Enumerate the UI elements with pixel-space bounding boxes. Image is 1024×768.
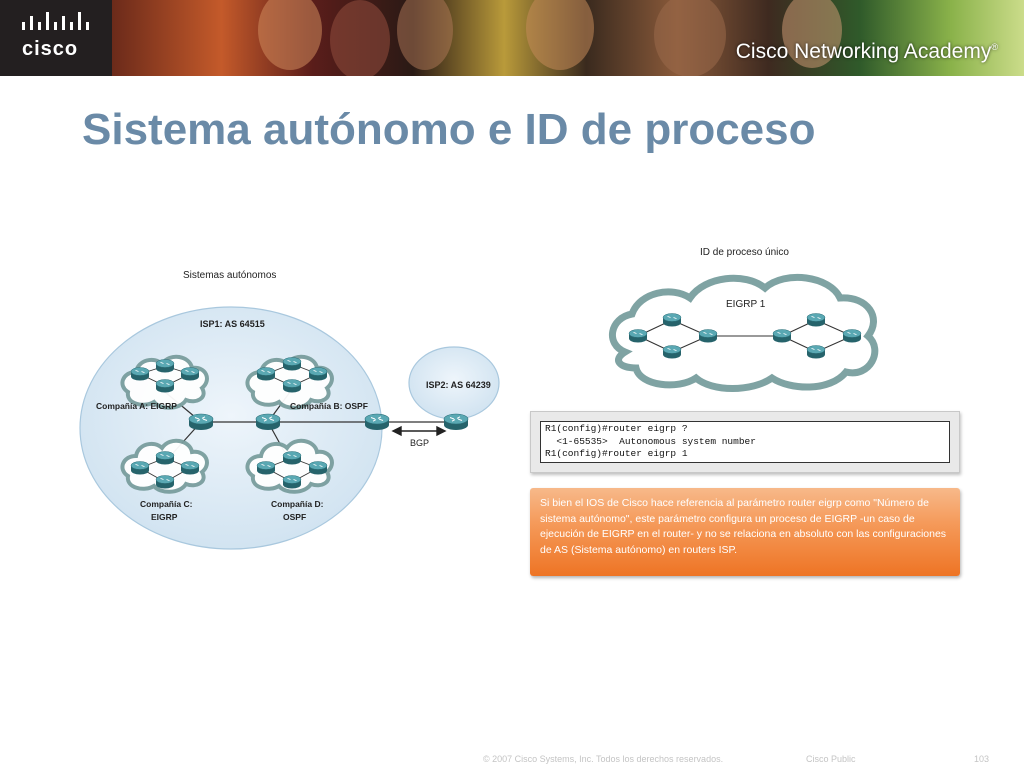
cli-line: R1(config)#router eigrp 1: [545, 448, 688, 459]
cli-terminal: R1(config)#router eigrp ? <1-65535> Auto…: [540, 421, 950, 463]
cli-line: R1(config)#router eigrp ?: [545, 423, 688, 434]
networking-academy-brand: Cisco Networking Academy®: [736, 40, 998, 64]
isp2-label: ISP2: AS 64239: [426, 380, 491, 390]
company-b-label: Compañía B: OSPF: [290, 401, 368, 411]
eigrp-cloud-label: EIGRP 1: [726, 299, 766, 310]
company-d-label-line1: Compañía D:: [271, 499, 324, 509]
cisco-bridge-icon: [22, 12, 89, 30]
autonomous-systems-diagram: Sistemas autónomos ISP1: AS 64515 ISP2: …: [79, 270, 500, 550]
registered-mark: ®: [991, 42, 998, 52]
isp2-border-router: [443, 413, 469, 431]
company-d-cloud: [245, 438, 334, 494]
company-d-label-line2: OSPF: [283, 512, 306, 522]
isp1-as-bubble: [79, 306, 383, 550]
company-a-label: Compañía A: EIGRP: [96, 401, 177, 411]
as-diagram-heading: Sistemas autónomos: [183, 270, 276, 281]
bgp-label: BGP: [410, 438, 429, 448]
company-a-cloud: [120, 354, 209, 410]
isp1-router-center: [255, 413, 281, 431]
isp1-label: ISP1: AS 64515: [200, 319, 265, 329]
company-b-cloud: [245, 354, 334, 410]
cli-output-panel: R1(config)#router eigrp ? <1-65535> Auto…: [530, 411, 960, 473]
company-c-label-line1: Compañía C:: [140, 499, 193, 509]
explanation-text: Si bien el IOS de Cisco hace referencia …: [540, 497, 947, 556]
isp1-border-router: [364, 413, 390, 431]
banner-photo-strip: [112, 0, 1024, 76]
explanation-note: Si bien el IOS de Cisco hace referencia …: [530, 488, 960, 576]
academy-name: Cisco Networking Academy: [735, 40, 992, 63]
company-c-cloud: [120, 438, 209, 494]
footer-classification: Cisco Public: [806, 754, 856, 764]
process-id-diagram: ID de proceso único EIGRP 1: [608, 247, 879, 392]
footer-copyright: © 2007 Cisco Systems, Inc. Todos los der…: [483, 754, 724, 764]
slide-title: Sistema autónomo e ID de proceso: [82, 105, 816, 154]
isp1-router-left: [188, 413, 214, 431]
cisco-logo: cisco: [0, 0, 112, 76]
company-c-label-line2: EIGRP: [151, 512, 178, 522]
cisco-logo-text: cisco: [22, 38, 79, 60]
cli-line: <1-65535> Autonomous system number: [545, 435, 756, 447]
eigrp-cloud: [608, 273, 879, 392]
process-id-heading: ID de proceso único: [700, 247, 789, 258]
header-banner: cisco Cisco Networking Academy®: [0, 0, 1024, 76]
footer-page-number: 103: [974, 754, 990, 764]
